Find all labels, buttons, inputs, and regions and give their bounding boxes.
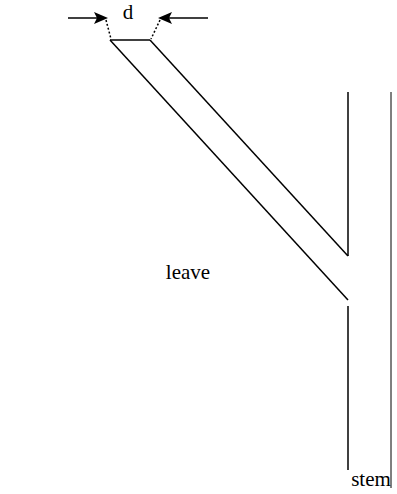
stem-left-lower xyxy=(347,306,349,470)
dimension-arrow xyxy=(68,17,100,19)
arrowhead xyxy=(94,12,108,24)
leaf-lower-edge xyxy=(110,40,348,300)
extension-line xyxy=(106,20,111,39)
leaf-tip-edge xyxy=(110,39,150,41)
part-label: stem xyxy=(351,469,391,490)
arrowhead xyxy=(158,12,172,24)
stem-left-upper xyxy=(347,92,349,256)
leaf-upper-edge xyxy=(150,40,348,256)
dimension-label: d xyxy=(123,2,134,23)
extension-line xyxy=(151,20,160,39)
stem-right-edge xyxy=(391,92,392,488)
dimension-arrow xyxy=(166,17,208,19)
part-label: leave xyxy=(166,262,210,283)
